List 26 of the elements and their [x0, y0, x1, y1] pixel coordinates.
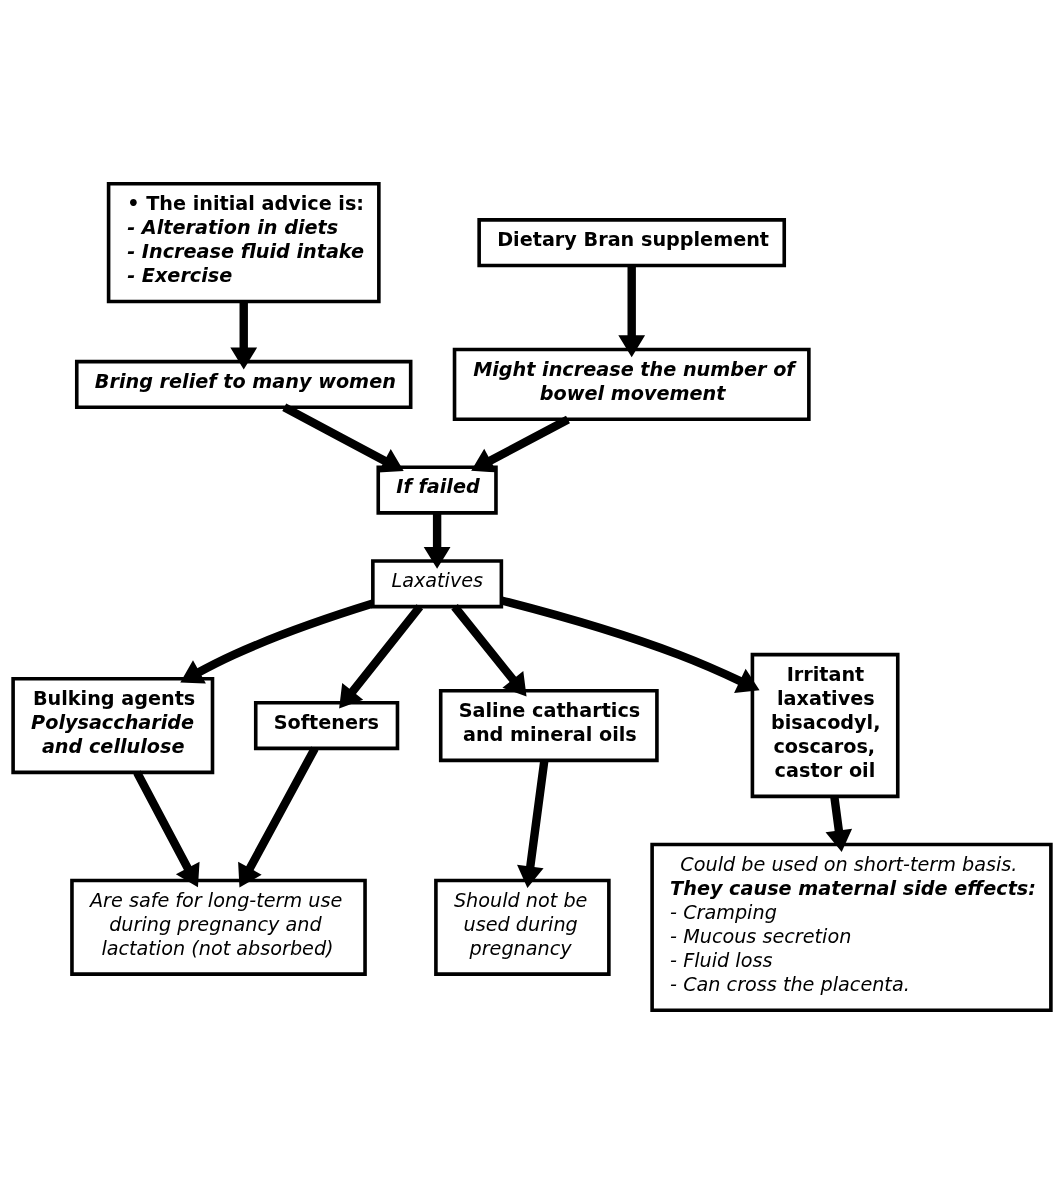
- node-box: • The initial advice is: - Alteration in diets - Increase fluid intake - Exercise: [106, 181, 381, 303]
- arrow: [423, 512, 451, 569]
- node-box: Could be used on short-term basis. They cause maternal side effects: - Cramping - Mucous secretion - Fluid loss - Can cross the placenta.: [650, 842, 1053, 1012]
- node-box: Are safe for long-term use during pregnancy and lactation (not absorbed): [70, 878, 367, 976]
- arrow: [517, 759, 549, 888]
- node-box: Softeners: [253, 700, 400, 750]
- node-box: Irritant laxatives bisacodyl, coscaros, castor oil: [750, 652, 900, 798]
- arrow: [825, 795, 853, 852]
- arrow: [339, 603, 424, 709]
- node-box: Laxatives: [371, 558, 504, 608]
- node-box: Dietary Bran supplement: [477, 217, 787, 267]
- node-box: Bulking agents Polysaccharide and cellulose: [11, 676, 215, 774]
- arrow: [238, 745, 319, 887]
- node-box: Bring relief to many women: [74, 359, 413, 409]
- node-box: Saline cathartics and mineral oils: [438, 688, 659, 762]
- arrow: [471, 415, 570, 472]
- node-box: Should not be used during pregnancy: [434, 878, 611, 976]
- arrow: [230, 301, 258, 369]
- arrow: [618, 265, 646, 357]
- node-box: If failed: [376, 464, 498, 515]
- arrow: [180, 599, 375, 684]
- arrow: [500, 595, 760, 693]
- arrow: [282, 403, 404, 473]
- arrow: [133, 770, 200, 887]
- arrow: [451, 603, 527, 696]
- node-box: Might increase the number of bowel movement: [452, 347, 811, 421]
